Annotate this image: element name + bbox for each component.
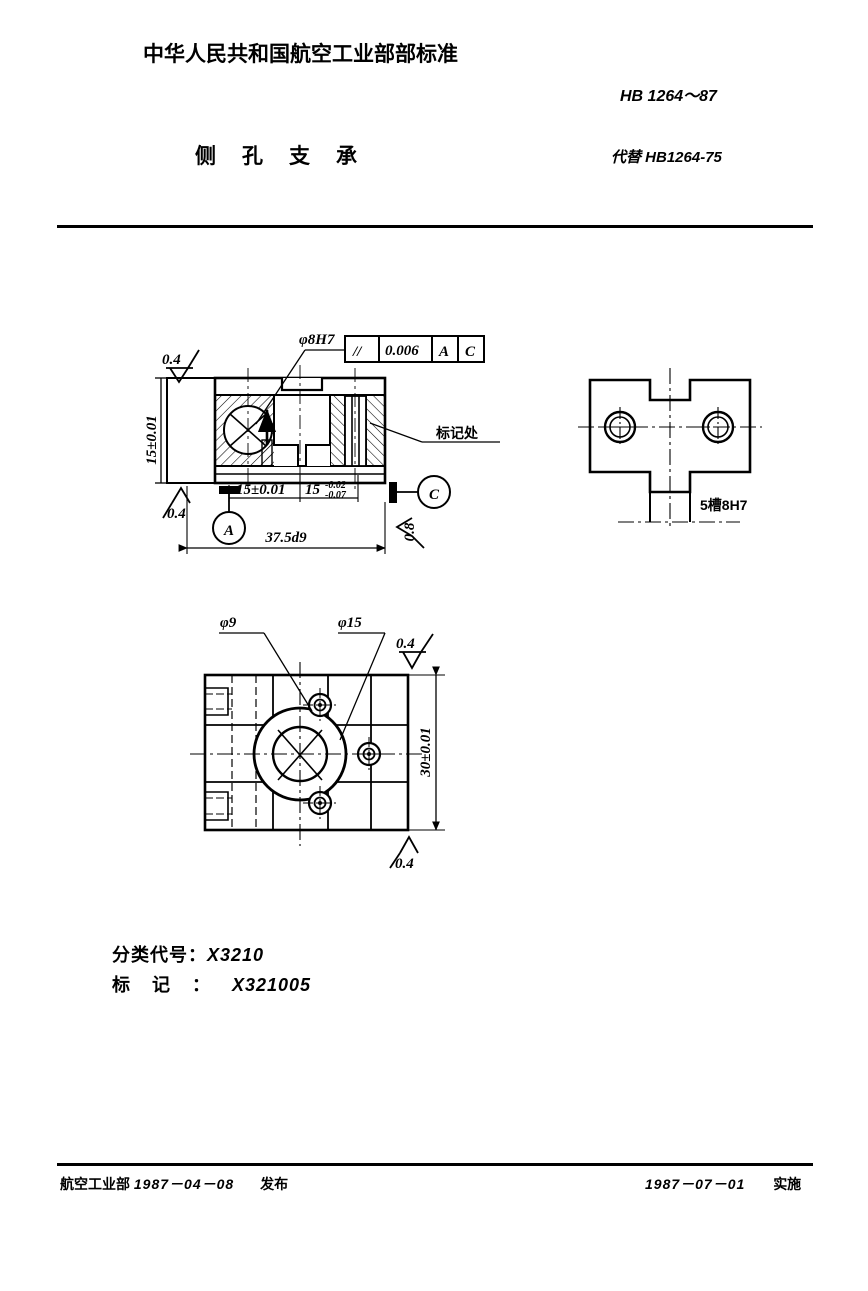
hole-large-callout: φ15: [338, 615, 386, 741]
classification-code-value: X3210: [207, 945, 265, 965]
inner-dim-left-label: 15±0.01: [236, 482, 285, 498]
classification-code-label: 分类代号：: [112, 945, 207, 965]
classification-mark-row: 标记：X321005: [112, 970, 311, 1000]
overall-length-label: 37.5d9: [264, 530, 307, 546]
footer-divider: [57, 1163, 813, 1166]
inner-dim-upper-tol: -0.02: [325, 480, 346, 491]
roughness-symbol-right: 0.8: [395, 517, 425, 549]
mark-location-note: 标记处: [369, 422, 500, 443]
right-side-view: 5槽8H7: [578, 368, 762, 530]
page-title: 中华人民共和国航空工业部部标准: [143, 43, 458, 66]
height-dimension-label: 15±0.01: [144, 415, 160, 464]
classification-code-row: 分类代号：X3210: [112, 940, 311, 970]
replaces-note: 代替 HB1264-75: [611, 149, 722, 166]
inner-dim-right-label: 15: [305, 482, 321, 498]
geometric-tolerance-frame: // 0.006 A C: [344, 335, 485, 363]
roughness-top-value: 0.4: [162, 352, 181, 368]
tolerance-value: 0.006: [385, 343, 419, 359]
datum-c-label: C: [429, 487, 440, 503]
hole-callout-label: φ8H7: [299, 332, 335, 348]
footer-issue-date: 1987－04－08: [133, 1176, 235, 1192]
roughness-symbol-bottom: 0.4: [162, 486, 191, 522]
part-name-title: 侧孔支承: [195, 145, 383, 168]
mark-location-label: 标记处: [435, 425, 479, 441]
roughness-right-value: 0.8: [402, 522, 418, 541]
classification-mark-label: 标记：: [112, 975, 232, 995]
footer-issue-info: 航空工业部 1987－04－08 发布: [60, 1174, 288, 1194]
overall-length-dimension: 37.5d9: [178, 486, 386, 554]
bottom-roughness-bottom-value: 0.4: [395, 856, 414, 872]
datum-a-label: A: [223, 523, 234, 539]
bottom-view-width-dimension: 30±0.01: [408, 666, 445, 831]
bottom-width-label: 30±0.01: [418, 727, 434, 777]
tolerance-symbol: //: [352, 344, 363, 360]
inner-dim-lower-tol: -0.07: [325, 490, 347, 501]
standard-number: HB 1264～87: [620, 88, 717, 105]
bottom-view-roughness-bottom: 0.4: [389, 835, 419, 872]
roughness-bottom-value: 0.4: [167, 506, 186, 522]
classification-block: 分类代号：X3210 标记：X321005: [112, 940, 311, 1000]
bottom-roughness-top-value: 0.4: [396, 636, 415, 652]
classification-mark-value: X321005: [232, 975, 312, 995]
slot-callout-label: 5槽8H7: [700, 497, 748, 513]
footer-effective-date: 1987－07－01: [645, 1176, 746, 1192]
roughness-symbol-top: 0.4: [162, 349, 200, 384]
header-divider: [57, 225, 813, 228]
tolerance-datum-c: C: [465, 344, 476, 360]
tolerance-datum-a: A: [438, 344, 449, 360]
engineering-drawing: φ8H7 // 0.006 A C 0.4: [144, 332, 762, 872]
hole-small-callout: φ9: [219, 615, 313, 712]
hole-small-label: φ9: [220, 615, 237, 631]
footer-issue-word: 发布: [260, 1176, 289, 1192]
hole-large-label: φ15: [338, 615, 362, 631]
bottom-plan-view: φ9 φ15 0.4 0.4: [190, 615, 445, 872]
bottom-view-roughness-top: 0.4: [396, 633, 434, 670]
height-dimension: 15±0.01: [144, 377, 170, 484]
datum-c-symbol: C: [389, 475, 451, 509]
footer-effective-word: 实施: [773, 1176, 802, 1192]
inner-dimensions: 15±0.01 15 -0.02 -0.07: [228, 475, 359, 502]
front-section-view: φ8H7 // 0.006 A C 0.4: [144, 332, 500, 554]
footer-effective-info: 1987－07－01 实施: [645, 1174, 801, 1194]
footer-issuer: 航空工业部: [60, 1176, 130, 1192]
